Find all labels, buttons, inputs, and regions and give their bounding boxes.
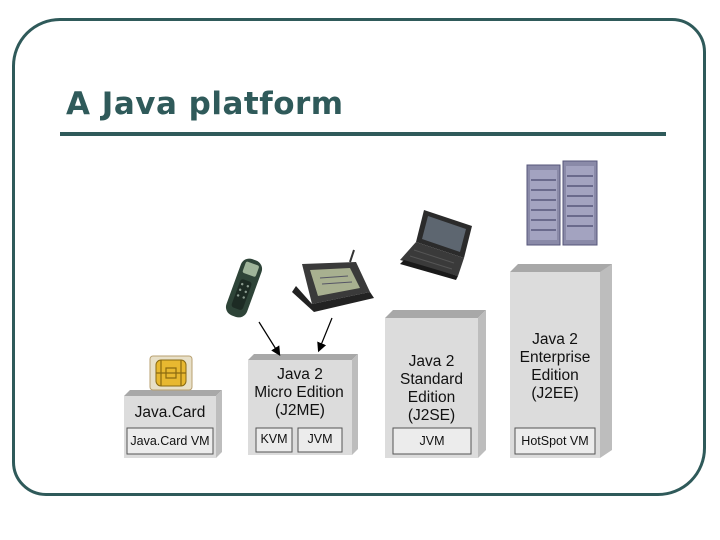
j2ee-label-3: Edition [531, 367, 579, 384]
laptop-icon [400, 210, 472, 280]
communicator-pda-icon [292, 249, 374, 312]
j2se-label-4: (J2SE) [407, 407, 456, 424]
j2ee-label-2: Enterprise [519, 349, 591, 366]
j2me-label-3: (J2ME) [275, 402, 325, 419]
arrow-pda-to-j2me [317, 317, 333, 353]
j2me-label-1: Java 2 [277, 366, 323, 383]
j2ee-label-4: (J2EE) [531, 385, 579, 402]
j2me-jvm-label: JVM [307, 432, 333, 446]
javacard-title: Java.Card [134, 404, 206, 421]
mobile-phone-icon [225, 258, 263, 318]
kvm-label: KVM [260, 432, 288, 446]
javacard-vm-label: Java.Card VM [130, 434, 210, 448]
j2se-jvm-box [392, 427, 472, 455]
j2se-jvm-label: JVM [419, 434, 445, 448]
title-underline [60, 132, 666, 136]
kvm-box [255, 427, 293, 453]
j2me-box [248, 354, 358, 455]
j2se-label-2: Standard [400, 371, 463, 388]
j2se-box [385, 310, 486, 458]
slide-frame [12, 18, 706, 496]
j2se-label-3: Edition [407, 389, 456, 406]
hotspot-vm-label: HotSpot VM [521, 434, 589, 448]
smart-card-icon [149, 355, 193, 391]
j2se-label-1: Java 2 [408, 353, 455, 370]
arrow-phone-to-j2me [258, 321, 281, 357]
j2ee-box [510, 264, 612, 458]
j2me-jvm-box [297, 427, 343, 453]
server-icon [526, 160, 598, 246]
j2ee-label-1: Java 2 [532, 331, 578, 348]
j2me-label-2: Micro Edition [254, 384, 344, 401]
javacard-vm-box [126, 427, 214, 455]
slide-title: A Java platform [66, 86, 344, 122]
javacard-box [124, 390, 222, 458]
hotspot-vm-box [514, 427, 596, 455]
